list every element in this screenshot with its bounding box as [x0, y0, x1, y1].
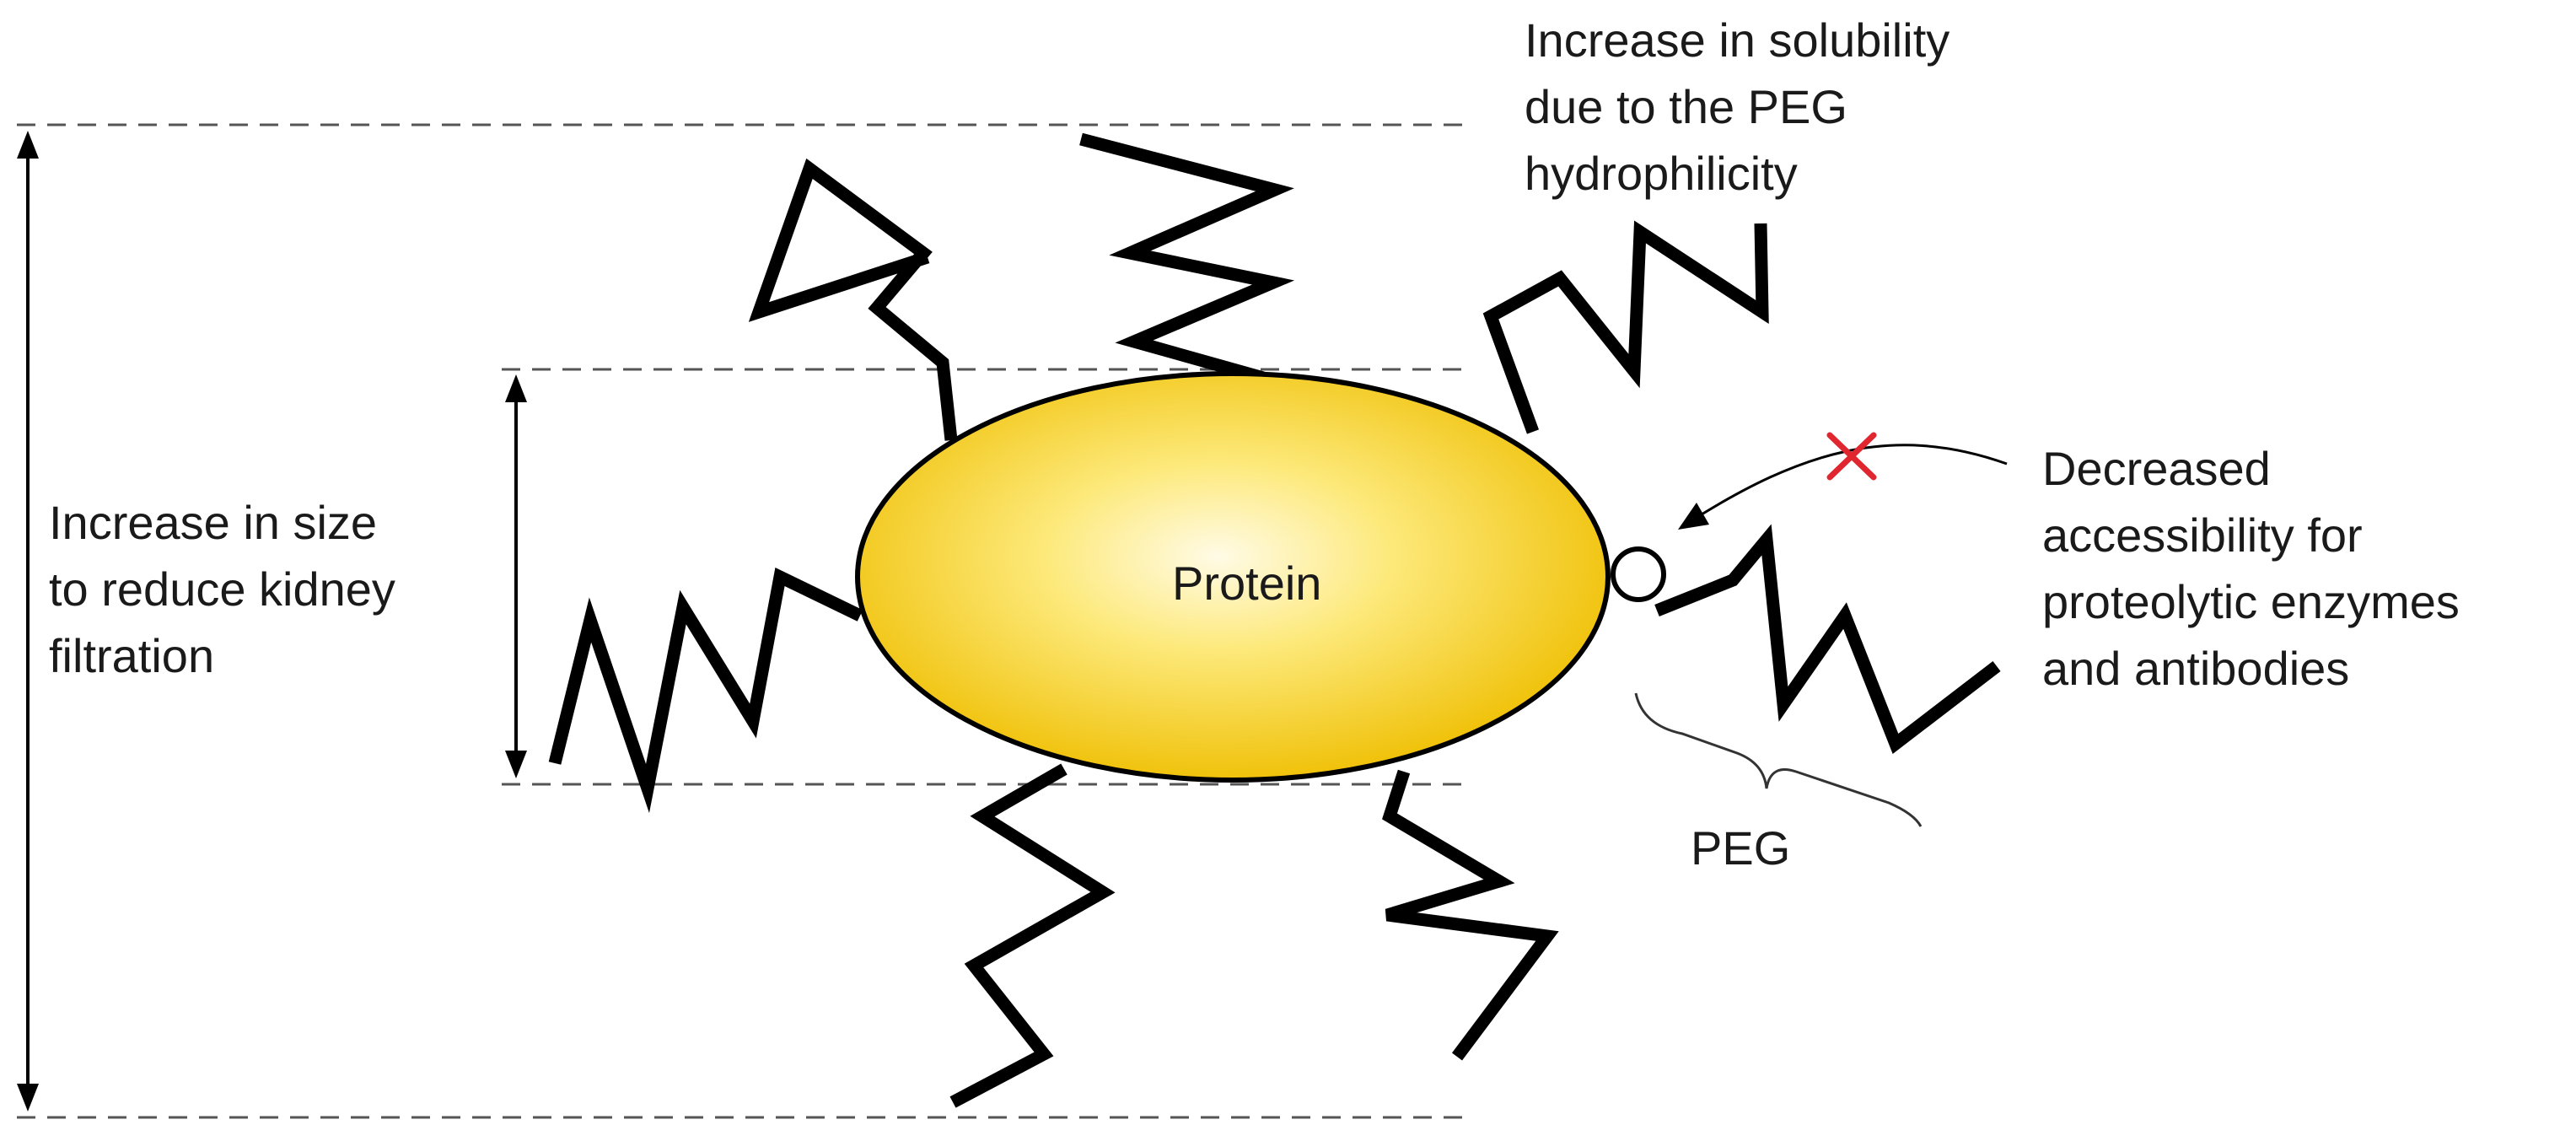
protein-cleavage-site — [1611, 546, 1666, 602]
blocked-x-icon — [1826, 432, 1877, 481]
accessibility-label-line: proteolytic enzymes — [2042, 575, 2460, 628]
peg-chains — [548, 132, 2001, 1108]
dashed-guides — [17, 123, 1471, 1119]
accessibility-label-line: and antibodies — [2042, 642, 2350, 695]
peg-chain-bottom-center — [949, 763, 1116, 1108]
size-label-line: to reduce kidney — [49, 562, 395, 616]
accessibility-label-line: accessibility for — [2042, 509, 2363, 562]
peg-chain-top-right — [1482, 220, 1769, 434]
arrowhead — [1678, 503, 1709, 530]
protein-ellipse — [855, 371, 1611, 783]
size-label: Increase in size to reduce kidney filtra… — [49, 489, 395, 689]
size-label-line: filtration — [49, 629, 215, 682]
inner-size-arrow — [505, 374, 527, 778]
peg-chain-top-center — [1079, 132, 1295, 385]
peg-chain-top-left — [748, 158, 958, 441]
protein — [855, 371, 1666, 783]
outer-size-arrow — [17, 131, 39, 1111]
protein-label: Protein — [1172, 557, 1322, 610]
peg-chain-right — [1654, 524, 2001, 755]
peg-label: PEG — [1691, 821, 1791, 875]
peg-brace — [1634, 692, 1923, 827]
peg-chain-bottom-right — [1382, 769, 1559, 1061]
accessibility-label-line: Decreased — [2042, 442, 2271, 495]
peg-chain-left — [548, 567, 863, 814]
size-label-line: Increase in size — [49, 496, 378, 549]
blocked-access-arrow — [1678, 432, 2008, 530]
solubility-label-line: hydrophilicity — [1525, 147, 1798, 200]
solubility-label-line: due to the PEG — [1525, 80, 1847, 133]
accessibility-label: Decreased accessibility for proteolytic … — [2042, 435, 2460, 702]
solubility-label-line: Increase in solubility — [1525, 13, 1950, 67]
solubility-label: Increase in solubility due to the PEG hy… — [1525, 7, 1949, 207]
